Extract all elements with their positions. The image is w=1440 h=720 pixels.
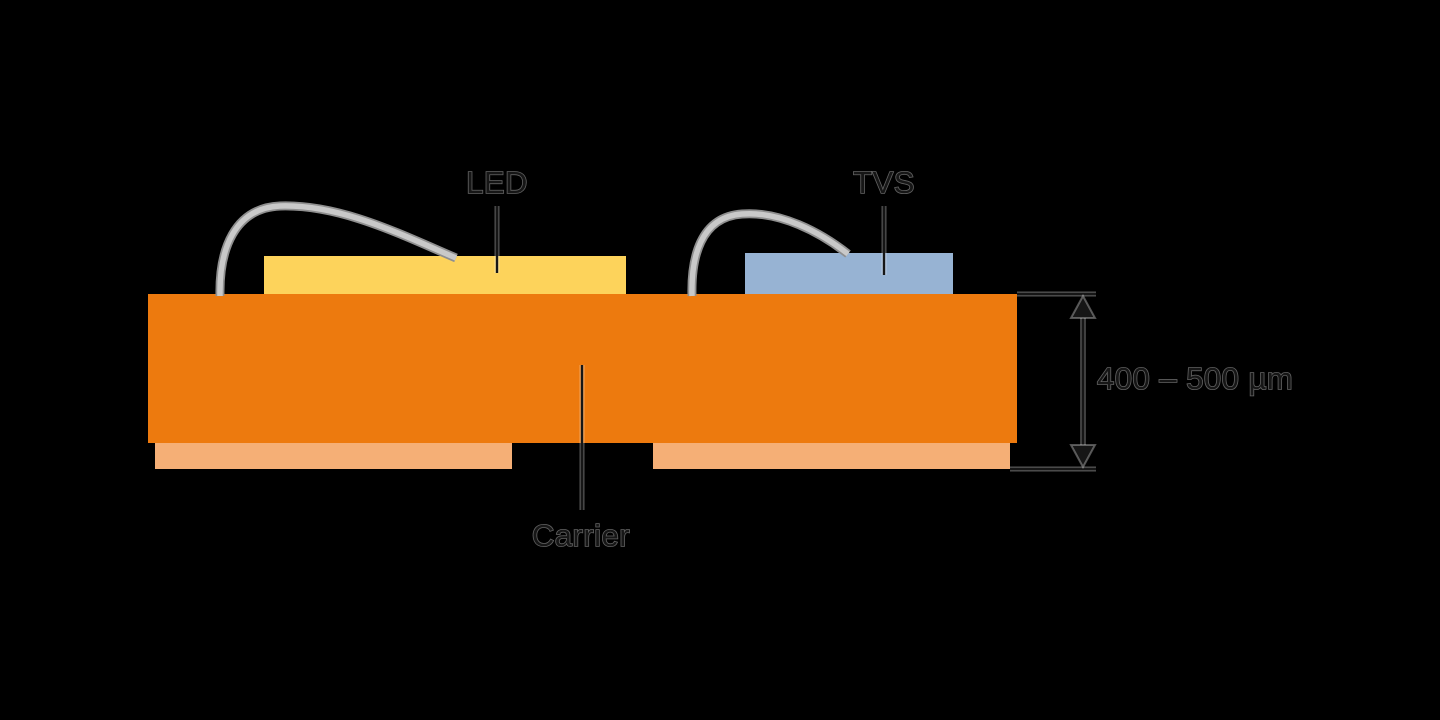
dimension-arrowhead-down <box>1069 444 1097 470</box>
solder-pad-right <box>653 443 1010 469</box>
carrier-label: Carrier <box>532 518 630 553</box>
dimension-arrowhead-up <box>1069 293 1097 319</box>
led-die <box>264 256 626 294</box>
tvs-die <box>745 253 953 294</box>
tvs-bond-wire <box>689 211 850 297</box>
tvs-label: TVS <box>853 165 915 200</box>
thickness-dimension-label: 400 – 500 µm <box>1097 361 1293 396</box>
led-bond-wire <box>217 203 458 297</box>
led-label: LED <box>466 165 528 200</box>
solder-pad-left <box>155 443 512 469</box>
